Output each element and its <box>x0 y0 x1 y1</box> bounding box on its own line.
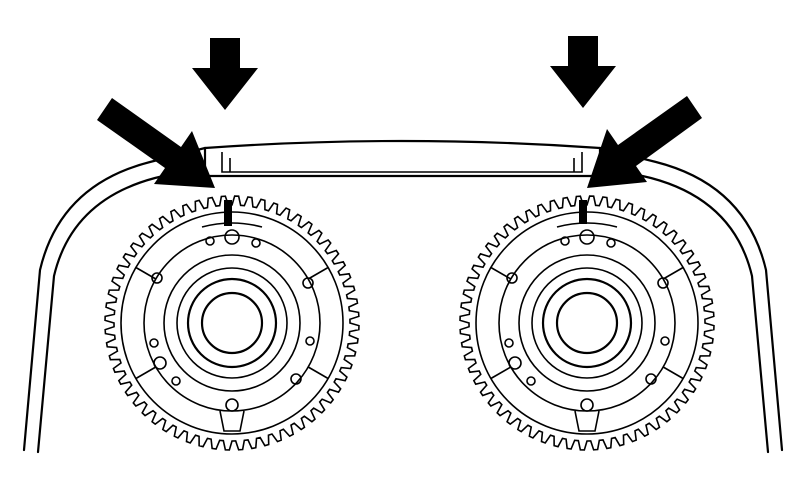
hub-ring-mid <box>531 267 643 379</box>
cylinder-head-outline <box>22 146 784 454</box>
sprocket-notch <box>219 410 245 432</box>
hub-ring-outer <box>518 254 656 392</box>
sprocket-spoke <box>662 266 684 280</box>
sprocket-hole <box>606 238 616 248</box>
sprocket-spoke <box>662 366 684 380</box>
sprocket-web-ring <box>498 234 676 412</box>
hub-ring-inner <box>541 277 633 369</box>
sprocket-hole <box>205 236 215 246</box>
sprocket-hole <box>225 398 239 412</box>
sprocket-left <box>104 195 360 451</box>
sprocket-notch <box>574 410 600 432</box>
arrow-diagonal-right <box>587 96 702 188</box>
sprocket-hole <box>506 272 518 284</box>
hub-bore <box>555 291 619 355</box>
arrow-diagonal-left <box>97 98 215 188</box>
sprocket-hole <box>645 373 657 385</box>
sprocket-spoke <box>135 366 157 380</box>
timing-mark-left <box>224 200 232 226</box>
sprocket-hole <box>149 338 159 348</box>
sprocket-hole <box>171 376 181 386</box>
sprocket-teeth <box>104 195 360 451</box>
sprocket-hole <box>579 229 595 245</box>
sprocket-spoke <box>307 266 329 280</box>
arrow-down-left <box>192 38 258 110</box>
sprocket-web-ring <box>143 234 321 412</box>
sprocket-hole <box>560 236 570 246</box>
sprocket-spoke <box>307 366 329 380</box>
hub-ring-outer <box>163 254 301 392</box>
sprocket-rim <box>475 211 699 435</box>
sprocket-rim <box>120 211 344 435</box>
sprocket-hole <box>151 272 163 284</box>
sprocket-hole <box>251 238 261 248</box>
sprocket-hole <box>580 398 594 412</box>
sprocket-right <box>459 195 715 451</box>
sprocket-hole <box>224 229 240 245</box>
arrow-down-right <box>550 36 616 108</box>
timing-mark-right <box>579 200 587 224</box>
sprocket-hole <box>153 356 167 370</box>
camshaft-cap-bridge <box>203 139 602 178</box>
sprocket-hole <box>290 373 302 385</box>
hub-ring-inner <box>186 277 278 369</box>
sprocket-teeth <box>459 195 715 451</box>
sprocket-spoke <box>490 366 512 380</box>
sprocket-hole <box>660 336 670 346</box>
sprocket-hole <box>508 356 522 370</box>
hub-ring-mid <box>176 267 288 379</box>
sprocket-hole <box>657 277 669 289</box>
sprocket-hole <box>504 338 514 348</box>
sprocket-hole <box>302 277 314 289</box>
sprocket-hole <box>305 336 315 346</box>
sprocket-hole <box>526 376 536 386</box>
hub-bore <box>200 291 264 355</box>
